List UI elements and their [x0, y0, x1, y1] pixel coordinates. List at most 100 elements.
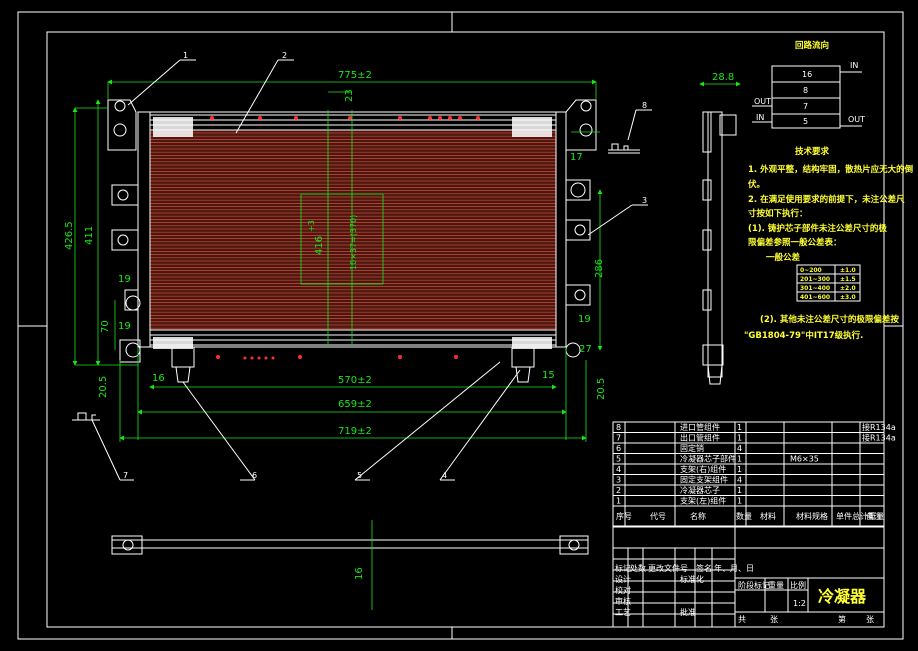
dim-719: 719±2	[338, 426, 372, 437]
bom-header: 备注	[866, 511, 882, 521]
bom-no: 7	[616, 434, 621, 443]
svg-text:±3.0: ±3.0	[840, 294, 856, 301]
title-block-cell: 签名	[696, 563, 712, 573]
technical-requirements: 技术要求 1. 外观平整，结构牢固，散热片应无大的倒 伏。 2. 在满足使用要求…	[744, 146, 913, 341]
title-block-cell: 工艺	[615, 608, 631, 617]
dim-23: 23	[344, 89, 355, 102]
bom-qty: 1	[737, 497, 742, 506]
title-block-cell: 张	[770, 615, 778, 624]
tech-line-5: (1). 铸护芯子部件未注公差尺寸的极	[748, 223, 887, 234]
bom-header: 名称	[690, 511, 706, 521]
bom-header: 材料规格	[796, 511, 828, 521]
svg-text:±1.0: ±1.0	[840, 267, 856, 274]
balloon-8: 8	[642, 101, 647, 110]
bom-no: 6	[616, 444, 621, 453]
bom-no: 5	[616, 455, 621, 464]
bom-header: 单件总计重量	[836, 511, 884, 521]
title-block-cell: 设计	[615, 574, 631, 584]
dim-426-5: 426.5	[64, 221, 75, 250]
flow-out-left: OUT	[754, 97, 771, 106]
bom-name: 出口管组件	[680, 433, 720, 443]
flow-out-right: OUT	[848, 115, 865, 124]
dim-27: 27	[579, 344, 592, 355]
bom-note: 接R134a	[862, 422, 896, 432]
dim-20-5-right: 20.5	[596, 378, 607, 400]
tech-line-6: 限偏差参照一般公差表：	[748, 237, 842, 248]
title-block-cell: 重量	[768, 580, 784, 590]
title-block-cell: 校对	[615, 585, 631, 595]
left-brackets	[107, 99, 141, 363]
dim-15: 15	[542, 370, 555, 381]
balloon-4: 4	[442, 471, 447, 480]
dim-19-upper: 19	[118, 274, 131, 285]
title-block-cell: 年、月、日	[714, 563, 754, 573]
dim-775: 775±2	[338, 70, 372, 81]
bom-header: 数量	[736, 511, 752, 521]
tech-line-1: 1. 外观平整，结构牢固，散热片应无大的倒	[748, 164, 913, 175]
drawing-frame	[17, 11, 904, 640]
title-block-cell: 处数	[630, 563, 646, 573]
flow-in-top: IN	[850, 61, 858, 70]
tech-line-4: 寸按如下执行：	[748, 208, 808, 219]
core-height-tolerance: +3	[307, 220, 316, 232]
svg-text:±2.0: ±2.0	[840, 285, 856, 292]
bottom-view: 16	[111, 520, 589, 610]
tech-title: 技术要求	[795, 146, 830, 157]
dim-20-5-left: 20.5	[98, 376, 109, 398]
bom-qty: 1	[737, 423, 742, 432]
condenser-core	[137, 111, 567, 349]
scale-value: 1:2	[793, 599, 806, 608]
bom-note: M6×35	[790, 455, 819, 464]
svg-text:0~200: 0~200	[800, 267, 822, 274]
svg-text:401~600: 401~600	[800, 294, 830, 301]
tech-line-3: 2. 在满足使用要求的前提下，未注公差尺	[748, 194, 905, 205]
detail-part-8	[608, 143, 640, 154]
dim-17: 17	[570, 152, 583, 163]
bom-qty: 1	[737, 486, 742, 495]
core-rows-label: 10×37=(370)	[349, 215, 358, 270]
balloon-2: 2	[282, 51, 287, 60]
bom-note: 接R134a	[862, 433, 896, 443]
dimension-lines	[72, 79, 603, 442]
dim-659: 659±2	[338, 399, 372, 410]
bom-no: 1	[616, 497, 621, 506]
bom-name: 冷凝器芯子	[680, 485, 720, 495]
dim-411: 411	[84, 226, 95, 245]
bom-qty: 1	[737, 465, 742, 474]
dimension-texts: 775±2 23 426.5 411 19 19 70 17 286 19 27…	[64, 70, 607, 437]
balloon-1: 1	[183, 51, 188, 60]
side-view: 28.8	[699, 72, 741, 385]
bottom-pins	[171, 346, 535, 383]
bom-no: 2	[616, 486, 621, 495]
bom-name: 支架(右)组件	[680, 464, 726, 474]
right-brackets	[565, 99, 597, 358]
dim-286: 286	[594, 259, 605, 278]
flow-label-5: 5	[803, 117, 808, 126]
dim-16: 16	[152, 373, 165, 384]
bom-name: 支架(左)组件	[680, 496, 726, 506]
dim-19-lower: 19	[118, 321, 131, 332]
bom-no: 4	[616, 465, 621, 474]
bom-name: 固定支架组件	[680, 475, 728, 485]
dim-bottom-16: 16	[354, 567, 365, 580]
tolerance-table-title: 一般公差	[766, 252, 801, 263]
svg-text:±1.5: ±1.5	[840, 276, 856, 283]
title-block-cell: 标记	[615, 563, 631, 573]
bom-qty: 4	[737, 444, 742, 453]
title-block-cell: 审核	[615, 596, 631, 606]
title-block-cell: 批准	[680, 607, 696, 617]
part-balloons: 1 2 3 4 5 6 7 8	[91, 51, 652, 481]
tech-line-2: 伏。	[748, 179, 765, 190]
title-block-cell: 更改文件号	[648, 563, 688, 573]
flow-in-left: IN	[756, 113, 764, 122]
flow-label-7: 7	[803, 102, 808, 111]
core-dimension-box: 416 +3 10×37=(370)	[300, 110, 384, 345]
flow-label-8: 8	[803, 86, 808, 95]
title-block-cell: 张	[866, 615, 874, 624]
bom-qty: 1	[737, 434, 742, 443]
header-tank-left	[153, 117, 193, 137]
balloon-5: 5	[357, 471, 362, 480]
balloon-6: 6	[252, 471, 257, 480]
